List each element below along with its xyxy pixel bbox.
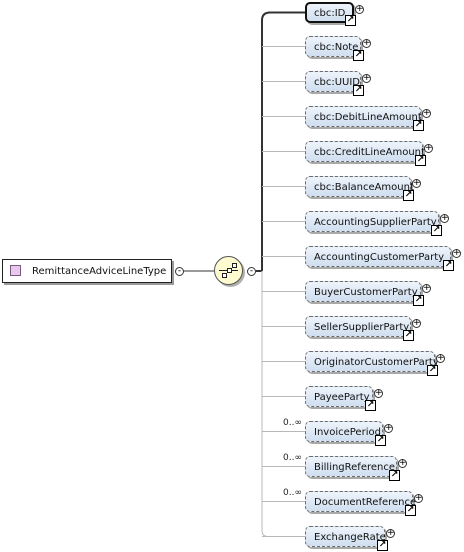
expand-toggle[interactable]: + (355, 4, 364, 14)
sequence-compositor[interactable] (214, 256, 243, 285)
expand-toggle[interactable]: + (362, 73, 371, 83)
element-label: cbc:UUID (314, 77, 361, 88)
sequence-collapse-toggle[interactable]: - (247, 267, 256, 276)
reference-arrow-icon: ↗ (431, 225, 442, 236)
element-label: AccountingCustomerParty (314, 252, 445, 263)
element-node[interactable]: InvoicePeriod↗ (305, 421, 386, 446)
reference-arrow-icon: ↗ (353, 50, 364, 61)
element-node[interactable]: PayeeParty↗ (305, 386, 376, 411)
element-label: cbc:CreditLineAmount (314, 147, 425, 158)
element-node[interactable]: AccountingCustomerParty↗ (305, 246, 454, 271)
element-node[interactable]: DocumentReference↗ (305, 491, 417, 516)
cardinality-label: 0..∞ (283, 488, 302, 498)
expand-toggle[interactable]: + (422, 108, 431, 118)
expand-toggle[interactable]: + (414, 493, 423, 503)
expand-toggle[interactable]: + (452, 248, 461, 258)
complex-type-icon (10, 265, 21, 276)
reference-arrow-icon: ↗ (345, 15, 356, 26)
element-label: AccountingSupplierParty (314, 217, 437, 228)
element-label: InvoicePeriod (314, 427, 381, 438)
sequence-dot-icon (232, 263, 237, 268)
reference-arrow-icon: ↗ (415, 155, 426, 166)
element-label: OriginatorCustomerParty (314, 357, 439, 368)
reference-arrow-icon: ↗ (413, 295, 424, 306)
reference-arrow-icon: ↗ (405, 505, 416, 516)
element-node[interactable]: cbc:UUID↗ (305, 71, 364, 96)
element-node[interactable]: ExchangeRate↗ (305, 526, 388, 551)
cardinality-label: 0..∞ (283, 418, 302, 428)
sequence-dot-icon (227, 268, 232, 273)
element-label: cbc:BalanceAmount (314, 182, 414, 193)
element-label: BuyerCustomerParty (314, 287, 418, 298)
expand-toggle[interactable]: + (412, 178, 421, 188)
expand-toggle[interactable]: + (398, 458, 407, 468)
reference-arrow-icon: ↗ (389, 470, 400, 481)
reference-arrow-icon: ↗ (413, 120, 424, 131)
element-node[interactable]: OriginatorCustomerParty↗ (305, 351, 439, 376)
element-label: DocumentReference (314, 497, 417, 508)
reference-arrow-icon: ↗ (365, 400, 376, 411)
reference-arrow-icon: ↗ (427, 365, 438, 376)
reference-arrow-icon: ↗ (353, 85, 364, 96)
type-collapse-toggle[interactable]: - (175, 267, 184, 276)
element-node[interactable]: cbc:Note↗ (305, 36, 364, 61)
element-label: SellerSupplierParty (314, 322, 410, 333)
element-node[interactable]: BuyerCustomerParty↗ (305, 281, 424, 306)
element-node[interactable]: cbc:DebitLineAmount↗ (305, 106, 424, 131)
selected-path-connector (261, 11, 305, 271)
element-node[interactable]: cbc:CreditLineAmount↗ (305, 141, 426, 166)
expand-toggle[interactable]: + (362, 38, 371, 48)
reference-arrow-icon: ↗ (375, 435, 386, 446)
expand-toggle[interactable]: + (412, 318, 421, 328)
expand-toggle[interactable]: + (440, 213, 449, 223)
element-label: BillingReference (314, 462, 396, 473)
reference-arrow-icon: ↗ (443, 260, 454, 271)
element-label: cbc:ID (314, 8, 346, 19)
element-node[interactable]: SellerSupplierParty↗ (305, 316, 414, 341)
expand-toggle[interactable]: + (386, 528, 395, 538)
expand-toggle[interactable]: + (374, 388, 383, 398)
element-node[interactable]: AccountingSupplierParty↗ (305, 211, 442, 236)
expand-toggle[interactable]: + (424, 143, 433, 153)
cardinality-label: 0..∞ (283, 453, 302, 463)
expand-toggle[interactable]: + (384, 423, 393, 433)
reference-arrow-icon: ↗ (403, 330, 414, 341)
expand-toggle[interactable]: + (436, 353, 445, 363)
element-node[interactable]: cbc:BalanceAmount↗ (305, 176, 414, 201)
element-label: cbc:DebitLineAmount (314, 112, 422, 123)
type-node-label: RemittanceAdviceLineType (32, 266, 167, 277)
reference-arrow-icon: ↗ (377, 540, 388, 551)
element-label: ExchangeRate (314, 532, 386, 543)
element-label: cbc:Note (314, 42, 359, 53)
element-node[interactable]: BillingReference↗ (305, 456, 400, 481)
reference-arrow-icon: ↗ (403, 190, 414, 201)
element-node[interactable]: cbc:ID↗ (305, 2, 356, 26)
sequence-dot-icon (222, 273, 227, 278)
type-node[interactable]: RemittanceAdviceLineType (2, 259, 172, 283)
expand-toggle[interactable]: + (422, 283, 431, 293)
element-label: PayeeParty (314, 392, 370, 403)
